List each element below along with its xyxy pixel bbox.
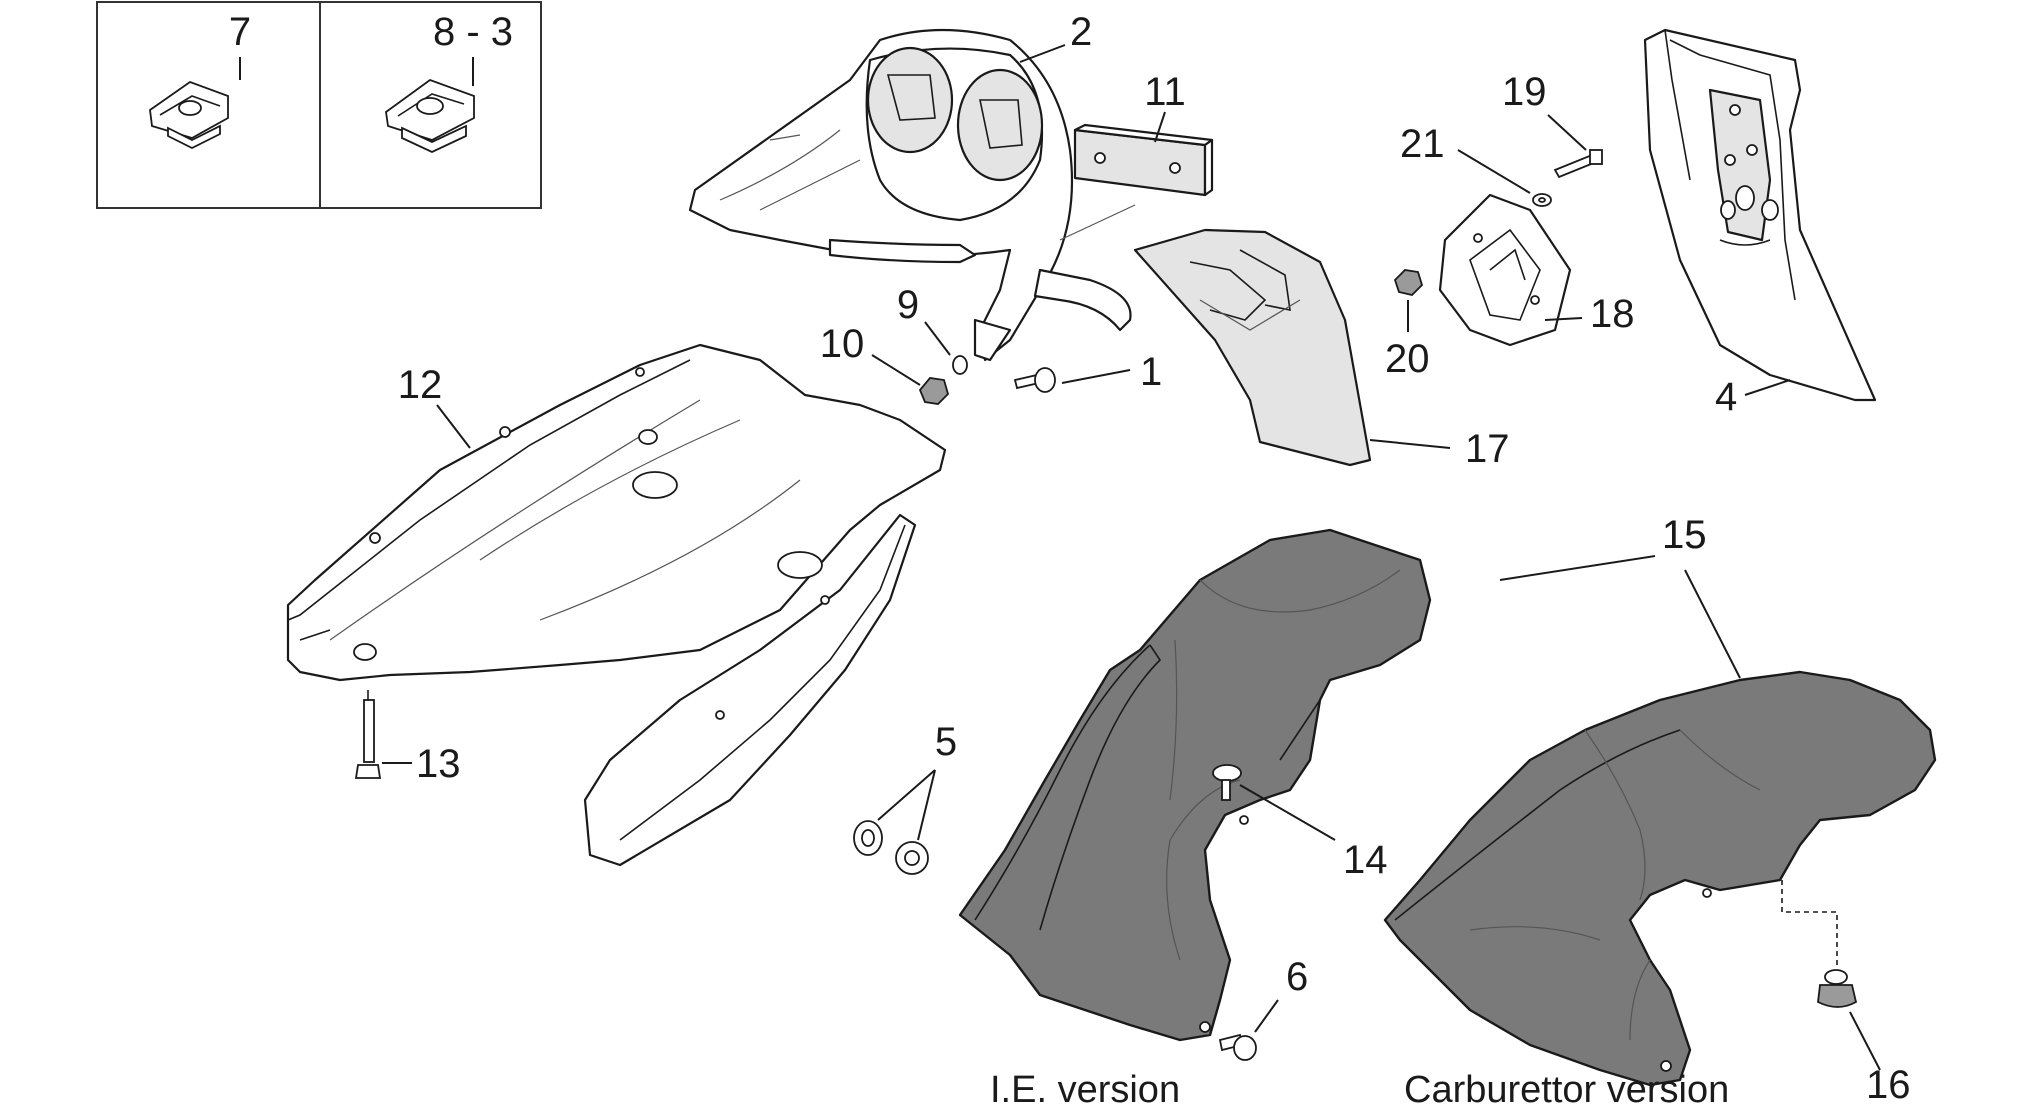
callout-6: 6 [1286,955,1308,999]
callout-15-carb: 15 [1662,513,1707,557]
nut-part-10[interactable] [871,354,950,405]
screw-part-1[interactable] [1013,367,1131,393]
screw-part-13[interactable] [354,690,412,779]
callout-20: 20 [1385,337,1430,381]
clip-part-8-3[interactable] [385,57,475,153]
callout-21: 21 [1400,122,1445,166]
grommet-part-5[interactable] [853,769,936,875]
nut-part-20[interactable] [1393,269,1424,332]
callout-1: 1 [1140,350,1162,394]
callout-4: 4 [1715,375,1737,419]
side-panel-part-12[interactable] [286,343,947,867]
screw-part-14[interactable] [1212,764,1336,841]
plate-part-11[interactable] [1059,111,1214,241]
belt-cover-ie-part-15[interactable] [958,528,1656,1042]
callout-8-3: 8 - 3 [433,10,513,54]
caption-ie-version: I.E. version [990,1069,1180,1105]
callout-12: 12 [398,363,443,407]
screw-part-19[interactable] [1547,114,1603,179]
callout-11: 11 [1144,70,1186,114]
callout-16: 16 [1866,1063,1911,1105]
licence-plate-holder-part-17[interactable] [1133,228,1451,467]
caption-carburettor-version: Carburettor version [1404,1069,1729,1105]
rear-panel-part-4[interactable] [1643,28,1877,402]
callout-17: 17 [1465,427,1510,471]
callout-13: 13 [416,742,461,786]
clip-part-7[interactable] [149,57,241,150]
instrument-housing-part-2[interactable] [688,28,1132,362]
callout-9: 9 [897,283,919,327]
callout-19: 19 [1502,70,1547,114]
belt-cover-carb-part-15[interactable] [1383,569,1937,1087]
callout-7: 7 [229,10,251,54]
callout-2: 2 [1070,10,1092,54]
callout-15-ie: 15 [1662,513,1707,557]
bracket-part-18[interactable] [1438,193,1583,347]
callout-5: 5 [935,720,957,764]
callout-14: 14 [1343,838,1388,882]
washer-part-21[interactable] [1457,149,1552,207]
callout-18: 18 [1590,292,1635,336]
rubber-mount-part-16[interactable] [1781,880,1881,1071]
washer-part-9[interactable] [924,321,968,375]
screw-part-6[interactable] [1218,999,1279,1061]
callout-10: 10 [820,322,865,366]
